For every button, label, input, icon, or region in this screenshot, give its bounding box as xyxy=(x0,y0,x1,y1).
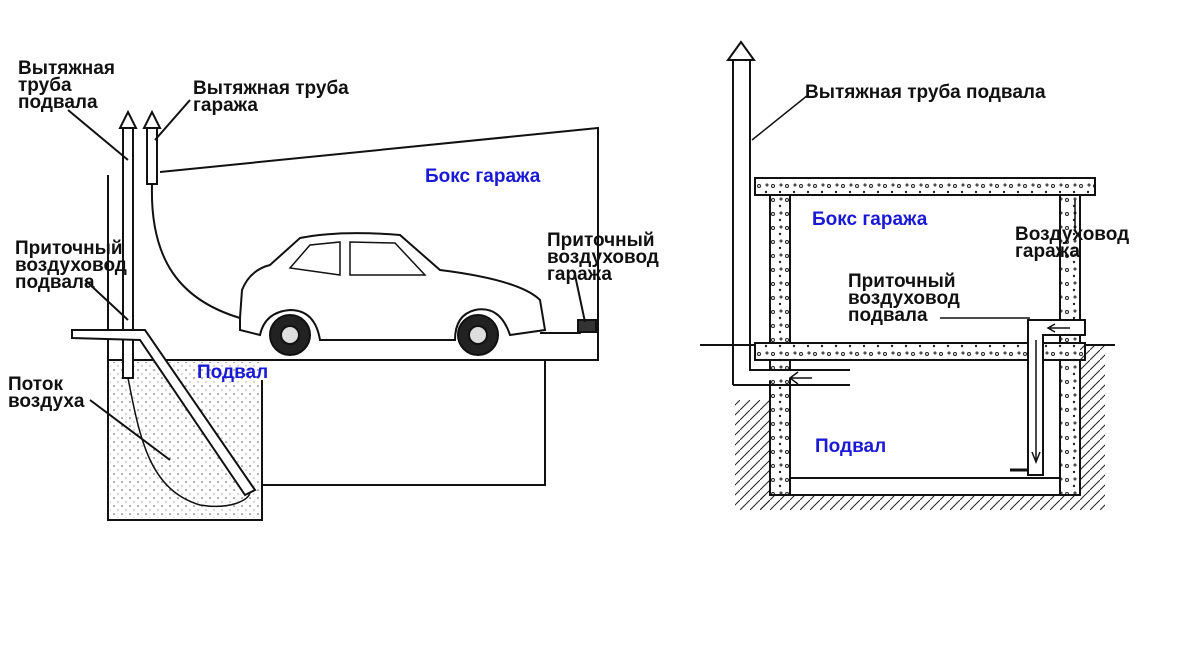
label-basement-exhaust-right: Вытяжная труба подвала xyxy=(805,82,1046,103)
garage-exhaust-cap-icon xyxy=(142,109,162,129)
exhaust-cap-right-icon xyxy=(726,40,756,61)
label-basement-supply-left: Приточный воздуховод подвала xyxy=(15,238,127,293)
label-basement-right: Подвал xyxy=(815,436,887,457)
basement-exhaust-cap-icon xyxy=(118,109,138,129)
hatched-ground-floor xyxy=(760,495,1080,510)
label-garage-box-left: Бокс гаража xyxy=(425,166,541,187)
garage-exhaust-pipe xyxy=(146,127,158,185)
label-air-flow: Поток воздуха xyxy=(8,374,85,412)
car-icon xyxy=(239,232,547,356)
label-basement-supply-right: Приточный воздуховод подвала xyxy=(848,271,960,326)
air-flow-curve xyxy=(127,377,251,507)
garage-box-outline xyxy=(107,126,599,361)
label-garage-duct-right: Воздуховод гаража xyxy=(1015,224,1130,262)
left-garage-scheme xyxy=(67,99,599,521)
right-wall-upper xyxy=(1059,194,1081,344)
left-wall-upper xyxy=(769,194,791,344)
left-wall-lower xyxy=(769,359,791,496)
right-wall-lower xyxy=(1059,359,1081,496)
floor-slab xyxy=(754,342,1086,361)
basement-supply-duct xyxy=(71,329,257,497)
label-garage-exhaust-left: Вытяжная труба гаража xyxy=(193,78,349,116)
hatched-ground-left xyxy=(735,400,770,510)
label-garage-supply-left: Приточный воздуховод гаража xyxy=(547,230,659,285)
right-section-scheme xyxy=(700,40,1115,510)
roof-slab xyxy=(754,177,1096,196)
label-basement-left: Подвал xyxy=(197,362,269,383)
label-basement-exhaust-left: Вытяжная труба подвала xyxy=(18,58,115,113)
garage-exhaust-duct xyxy=(150,184,241,319)
basement-pit-fill xyxy=(110,362,260,518)
hatched-ground-right xyxy=(1080,345,1105,510)
supply-duct-right xyxy=(1027,319,1086,476)
basement-floor xyxy=(789,477,1061,496)
basement-outline xyxy=(107,360,546,521)
label-garage-box-right: Бокс гаража xyxy=(812,209,928,230)
